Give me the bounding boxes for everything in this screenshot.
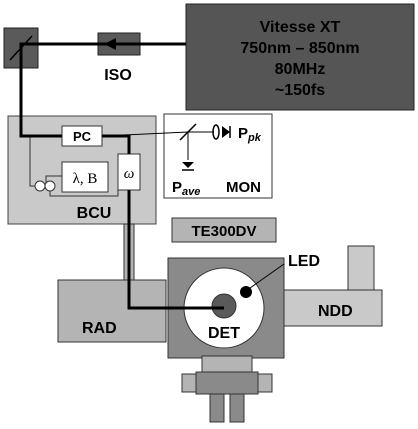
- laser-pulse: ~150fs: [275, 82, 325, 99]
- ndd-module: NDD: [283, 245, 383, 327]
- detector-icon: [211, 293, 237, 319]
- lambda-b-label: λ, B: [73, 171, 98, 187]
- ndd-label: NDD: [318, 303, 353, 320]
- laser-wavelength: 750nm – 850nm: [240, 40, 359, 57]
- led-icon: [240, 286, 252, 298]
- det-label: DET: [208, 325, 240, 342]
- laser-rep-rate: 80MHz: [275, 61, 326, 78]
- laser-name: Vitesse XT: [260, 19, 341, 36]
- bcu-label: BCU: [77, 205, 112, 222]
- connector-icon: [34, 180, 46, 192]
- omega-label: ω: [124, 166, 135, 182]
- rad-module: RAD: [57, 279, 167, 343]
- beam-direction-arrow-icon: [104, 38, 116, 50]
- laser-source: Vitesse XT 750nm – 850nm 80MHz ~150fs: [185, 3, 415, 111]
- photodiode-pk-icon: [222, 126, 230, 138]
- mon-label: MON: [226, 179, 261, 196]
- iso-label: ISO: [104, 67, 132, 84]
- p-ave-label: Pave: [172, 179, 200, 198]
- lambda-b-control: [61, 161, 109, 193]
- laser-beam-path: [19, 38, 224, 310]
- connector-icon: [44, 180, 56, 192]
- power-monitor: Ppk Pave MON: [163, 113, 273, 199]
- p-pk-label: Ppk: [238, 125, 262, 144]
- te300dv-label: TE300DV: [191, 223, 256, 240]
- rad-label: RAD: [82, 320, 117, 337]
- optical-isolator: ISO: [97, 32, 141, 84]
- beam-conditioning-unit: PC λ, B ω BCU: [7, 115, 157, 225]
- lens-icon: [212, 124, 220, 140]
- photodiode-ave-icon: [182, 162, 194, 168]
- pc-label: PC: [73, 129, 92, 144]
- led-label: LED: [288, 253, 320, 270]
